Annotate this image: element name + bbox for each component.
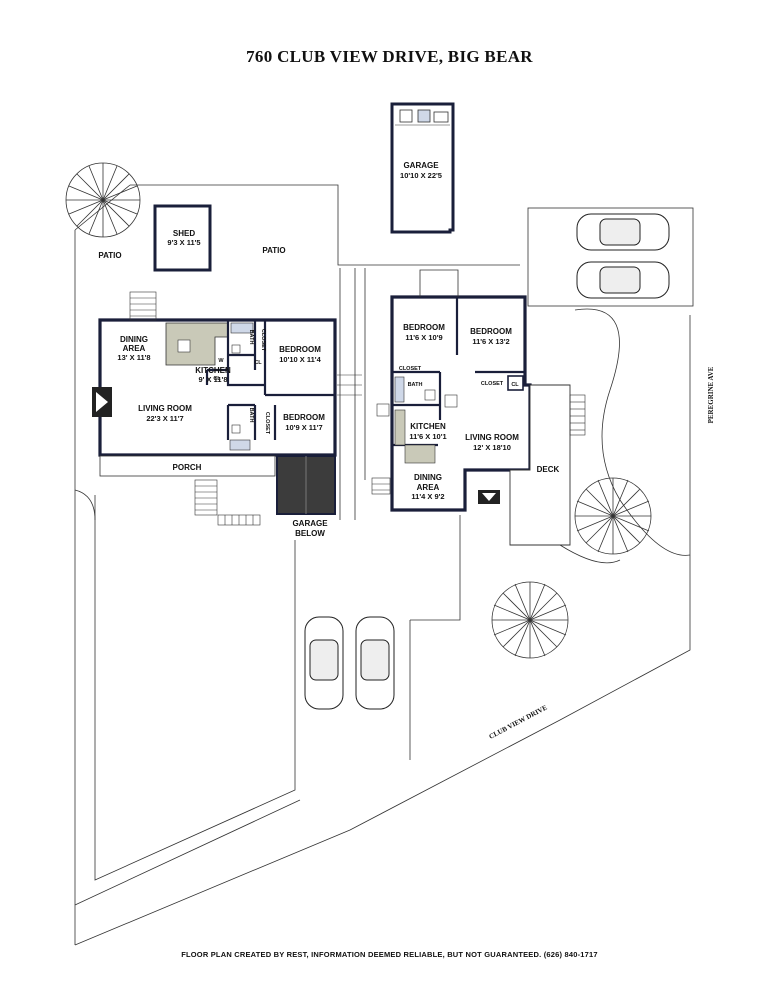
deck-label: DECK — [537, 465, 560, 474]
car-icon — [576, 213, 670, 251]
left-bedroom2-label: BEDROOM — [283, 413, 325, 422]
tree-bottom — [491, 581, 569, 659]
left-kitchen-dims: 9' X 11'8 — [198, 375, 227, 384]
right-bedroom2-label: BEDROOM — [470, 327, 512, 336]
right-closet-label-2: CLOSET — [481, 381, 504, 387]
right-bedroom2-dims: 11'6 X 13'2 — [472, 337, 509, 346]
left-closet-label-1: CLOSET — [260, 329, 266, 352]
right-unit — [371, 269, 586, 546]
left-closet-label-2: CLOSET — [264, 412, 270, 435]
left-dining-dims: 13' X 11'8 — [117, 353, 150, 362]
left-cl-label-1: CL — [213, 376, 221, 382]
left-cl-label-2: CL — [254, 360, 262, 366]
left-bath-label-2: BATH — [248, 408, 254, 423]
right-kitchen-dims: 11'6 X 10'1 — [409, 432, 446, 441]
peregrine-street-label: PEREGRINE AVE — [707, 366, 715, 423]
garage-label: GARAGE — [403, 161, 439, 170]
left-dining-label-1: DINING — [120, 335, 148, 344]
right-dining-dims: 11'4 X 9'2 — [411, 492, 444, 501]
left-kitchen-label: KITCHEN — [195, 366, 231, 375]
left-unit — [92, 204, 362, 526]
shed-dims: 9'3 X 11'5 — [167, 238, 200, 247]
right-bath-label: BATH — [408, 382, 423, 388]
patio-north-label: PATIO — [262, 246, 285, 255]
right-kitchen-label: KITCHEN — [410, 422, 446, 431]
tree-right — [574, 477, 652, 555]
shed-label: SHED — [173, 229, 195, 238]
patio-west-label: PATIO — [98, 251, 121, 260]
left-living-dims: 22'3 X 11'7 — [146, 414, 183, 423]
car-icon — [355, 616, 395, 710]
left-dining-label-2: AREA — [123, 344, 146, 353]
garage-below-label-1: GARAGE — [292, 519, 328, 528]
right-living-label: LIVING ROOM — [465, 433, 519, 442]
car-icon — [576, 261, 670, 299]
garage-below-label-2: BELOW — [295, 529, 325, 538]
right-dining-label-1: DINING — [414, 473, 442, 482]
right-closet-label-1: CLOSET — [399, 366, 422, 372]
plan-title: 760 CLUB VIEW DRIVE, BIG BEAR — [246, 47, 533, 66]
right-bedroom1-dims: 11'6 X 10'9 — [405, 333, 442, 342]
right-bedroom1-label: BEDROOM — [403, 323, 445, 332]
car-icon — [304, 616, 344, 710]
club-view-street-label: CLUB VIEW DRIVE — [488, 703, 549, 741]
right-living-dims: 12' X 18'10 — [473, 443, 511, 452]
porch-label: PORCH — [173, 463, 202, 472]
left-w-label: W — [218, 358, 224, 364]
left-living-label: LIVING ROOM — [138, 404, 192, 413]
left-bath-label-1: BATH — [248, 330, 254, 345]
site-lines — [74, 184, 694, 946]
garage-dims: 10'10 X 22'5 — [400, 171, 442, 180]
right-cl-label: CL — [511, 382, 519, 388]
left-bedroom2-dims: 10'9 X 11'7 — [285, 423, 322, 432]
disclaimer-footer: FLOOR PLAN CREATED BY REST, INFORMATION … — [181, 950, 598, 959]
left-bedroom1-label: BEDROOM — [279, 345, 321, 354]
tree-top-left — [65, 162, 141, 238]
right-dining-label-2: AREA — [417, 483, 440, 492]
left-bedroom1-dims: 10'10 X 11'4 — [279, 355, 321, 364]
garage-building — [390, 102, 455, 234]
